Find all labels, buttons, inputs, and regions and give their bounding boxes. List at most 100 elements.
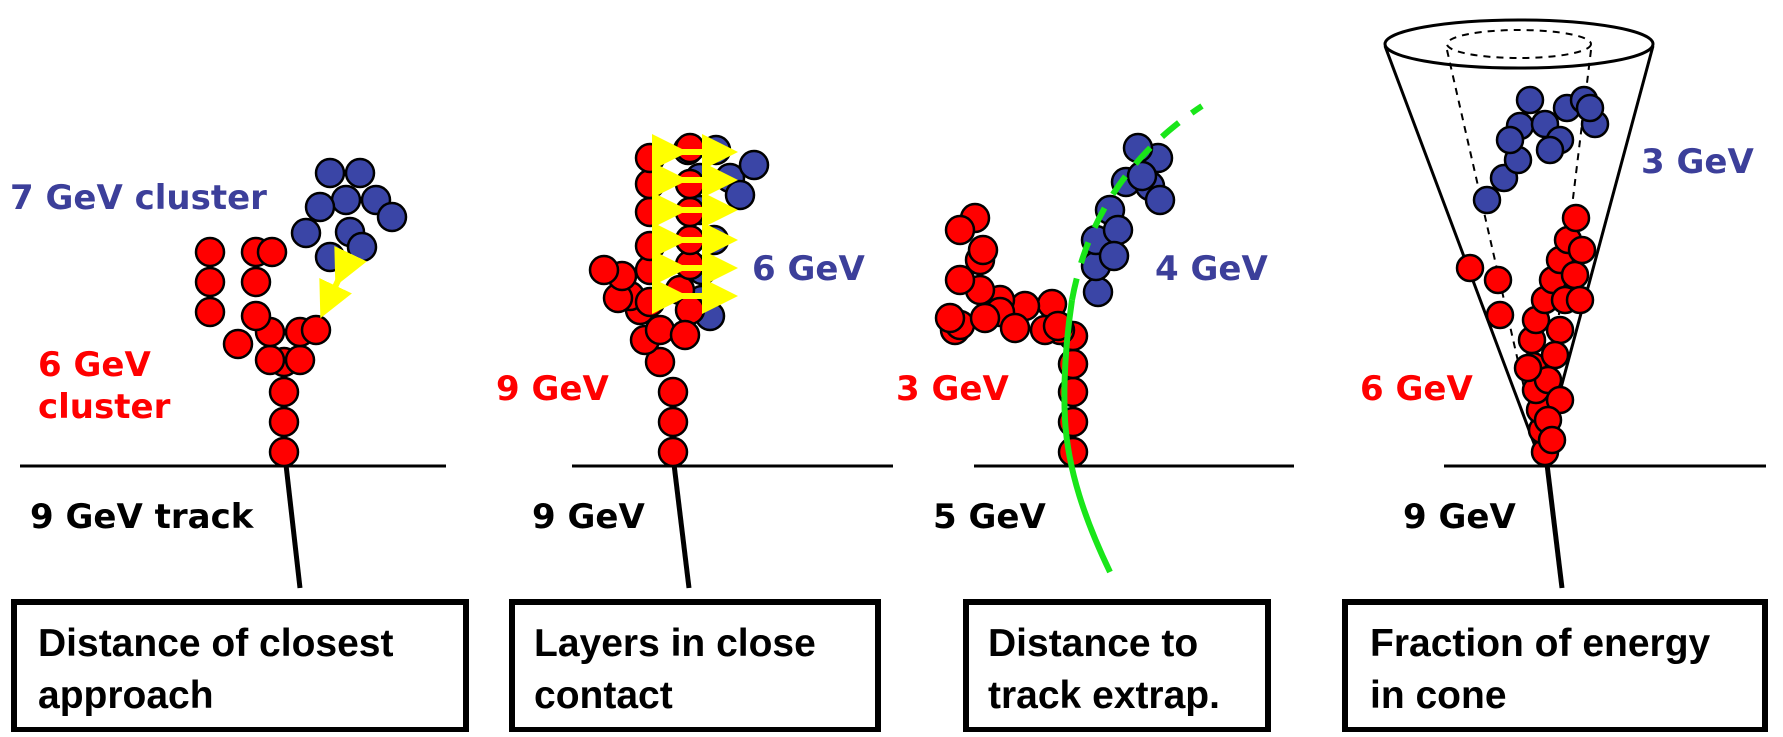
hit-circle: [657, 436, 689, 468]
hit-circle: [657, 376, 689, 408]
track-line: [670, 455, 692, 589]
hit-circle: [634, 168, 666, 200]
blue-cluster-label: 6 GeV: [752, 249, 865, 289]
caption-line2: in cone: [1370, 674, 1507, 717]
hit-circle: [1567, 235, 1597, 265]
blue-cluster-hits: [1472, 85, 1610, 215]
hit-circle: [724, 179, 756, 211]
caption-box: [509, 599, 881, 733]
hit-circle: [268, 436, 300, 468]
hit-circle: [1565, 285, 1595, 315]
hit-circle: [1495, 125, 1525, 155]
track-line: [282, 455, 303, 589]
hit-circle: [240, 300, 272, 332]
red-cluster-label: 3 GeV: [896, 369, 1009, 409]
hit-circle: [1535, 135, 1565, 165]
hit-circle: [674, 132, 706, 164]
hit-circle: [588, 254, 620, 286]
hit-circle: [634, 286, 666, 318]
blue-cluster-hits: [1080, 132, 1176, 308]
panel-track-extrapolation: 4 GeV 3 GeV 5 GeV Distance to track extr…: [896, 103, 1294, 733]
caption-box: [1342, 599, 1768, 733]
hit-circle: [669, 319, 701, 351]
hit-circle: [1455, 253, 1485, 283]
hit-circle: [1126, 160, 1158, 192]
hit-circle: [314, 157, 346, 189]
track-label: 9 GeV track: [30, 497, 255, 537]
hit-circle: [1098, 240, 1130, 272]
red-cluster-label-line2: cluster: [38, 387, 171, 427]
red-cluster-hits: [194, 236, 332, 468]
hit-circle: [1561, 203, 1591, 233]
hit-circle: [268, 376, 300, 408]
blue-cluster-hits: [290, 157, 408, 273]
hit-circle: [1560, 260, 1590, 290]
hit-circle: [644, 346, 676, 378]
hit-circle: [1485, 300, 1515, 330]
red-cluster-label: 6 GeV: [1360, 369, 1473, 409]
contact-arrows: [652, 134, 738, 314]
hit-circle: [738, 149, 770, 181]
hit-circle: [634, 196, 666, 228]
caption-line1: Layers in close: [534, 622, 816, 665]
hit-circle: [194, 236, 226, 268]
caption-box: [11, 599, 469, 733]
hit-circle: [969, 302, 1001, 334]
hit-circle: [304, 191, 336, 223]
hit-circle: [999, 312, 1031, 344]
track-label: 9 GeV: [1403, 497, 1516, 537]
hit-circle: [1082, 276, 1114, 308]
hit-circle: [1513, 353, 1543, 383]
red-cluster-hits: [588, 132, 706, 468]
hit-circle: [944, 264, 976, 296]
track-extrapolation-dashed: [1069, 103, 1204, 301]
hit-circle: [194, 266, 226, 298]
red-cluster-label-line1: 6 GeV: [38, 345, 151, 385]
hit-circle: [268, 406, 300, 438]
hit-circle: [1483, 265, 1513, 295]
hit-circle: [314, 241, 346, 273]
hit-circle: [254, 344, 286, 376]
caption-line2: track extrap.: [988, 674, 1220, 717]
panel-closest-approach: 7 GeV cluster 6 GeV cluster 9 GeV track …: [10, 157, 469, 733]
hit-circle: [634, 142, 666, 174]
caption-line1: Fraction of energy: [1370, 622, 1711, 665]
hit-circle: [1102, 214, 1134, 246]
hit-circle: [344, 157, 376, 189]
hit-circle: [300, 314, 332, 346]
hit-circle: [674, 168, 706, 200]
red-cluster-hits: [1455, 203, 1597, 467]
track-line: [1543, 455, 1565, 589]
hit-circle: [657, 406, 689, 438]
panel-energy-cone: 3 GeV 6 GeV 9 GeV Fraction of energy in …: [1342, 18, 1768, 733]
hit-circle: [284, 344, 316, 376]
panel-layers-contact: 6 GeV 9 GeV 9 GeV Layers in close contac…: [496, 132, 893, 733]
track-extrapolation-solid: [1061, 299, 1113, 574]
hit-circle: [967, 234, 999, 266]
hit-circle: [376, 201, 408, 233]
hit-circle: [1472, 185, 1502, 215]
caption-line1: Distance of closest: [38, 622, 393, 665]
hit-circle: [240, 266, 272, 298]
hit-circle: [934, 302, 966, 334]
hit-circle: [1545, 315, 1575, 345]
blue-cluster-label: 3 GeV: [1641, 142, 1754, 182]
caption-box: [963, 599, 1271, 733]
hit-circle: [1515, 85, 1545, 115]
hit-circle: [256, 236, 288, 268]
hit-circle: [194, 296, 226, 328]
hit-circle: [222, 328, 254, 360]
hit-circle: [330, 184, 362, 216]
hit-circle: [674, 294, 706, 326]
hit-circle: [346, 231, 378, 263]
hit-circle: [1575, 93, 1605, 123]
track-label: 9 GeV: [532, 497, 645, 537]
hit-circle: [1144, 184, 1176, 216]
hit-circle: [1540, 340, 1570, 370]
hit-circle: [944, 214, 976, 246]
blue-cluster-label: 4 GeV: [1155, 249, 1268, 289]
red-cluster-hits: [934, 202, 1089, 468]
caption-line2: approach: [38, 674, 214, 717]
